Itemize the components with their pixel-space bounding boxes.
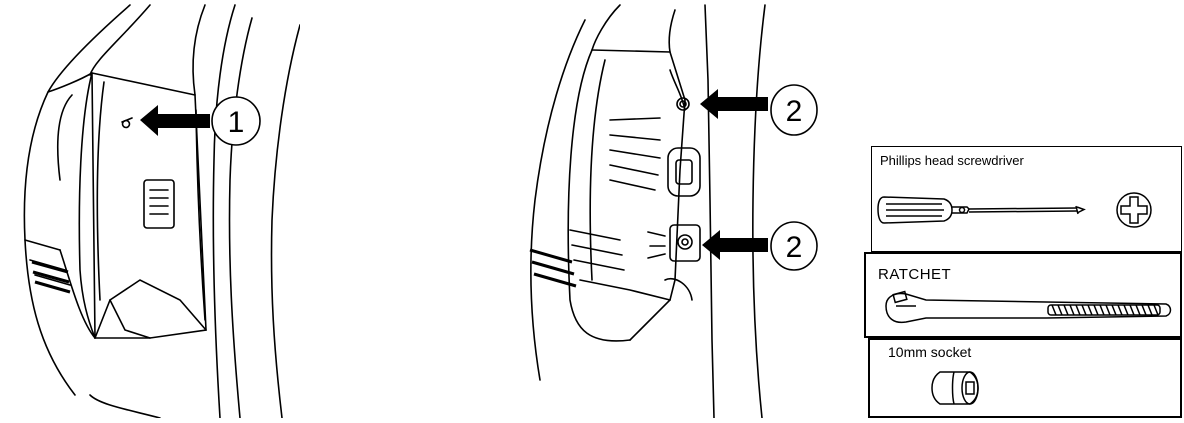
tool-card-ratchet: RATCHET xyxy=(864,252,1182,338)
callout-number-1: 1 xyxy=(228,106,245,139)
ratchet-icon xyxy=(886,292,1171,323)
step-2-illustration: 2 2 xyxy=(510,0,850,418)
step-1-illustration: 1 xyxy=(0,0,300,418)
screwdriver-icon xyxy=(878,197,1084,223)
taillight-drawing-1: 1 xyxy=(0,0,300,418)
tool-card-screwdriver: Phillips head screwdriver xyxy=(871,146,1182,252)
phillips-head-icon xyxy=(1117,193,1151,227)
arrow-pointer-icon xyxy=(700,89,768,119)
callout-number-2-lower: 2 xyxy=(786,231,803,264)
taillight-drawing-2: 2 2 xyxy=(510,0,850,418)
socket-icon xyxy=(932,372,978,404)
callout-number-2-upper: 2 xyxy=(786,95,803,128)
arrow-pointer-icon xyxy=(702,230,768,260)
tool-card-socket: 10mm socket xyxy=(868,338,1182,418)
arrow-pointer-icon xyxy=(140,105,210,136)
